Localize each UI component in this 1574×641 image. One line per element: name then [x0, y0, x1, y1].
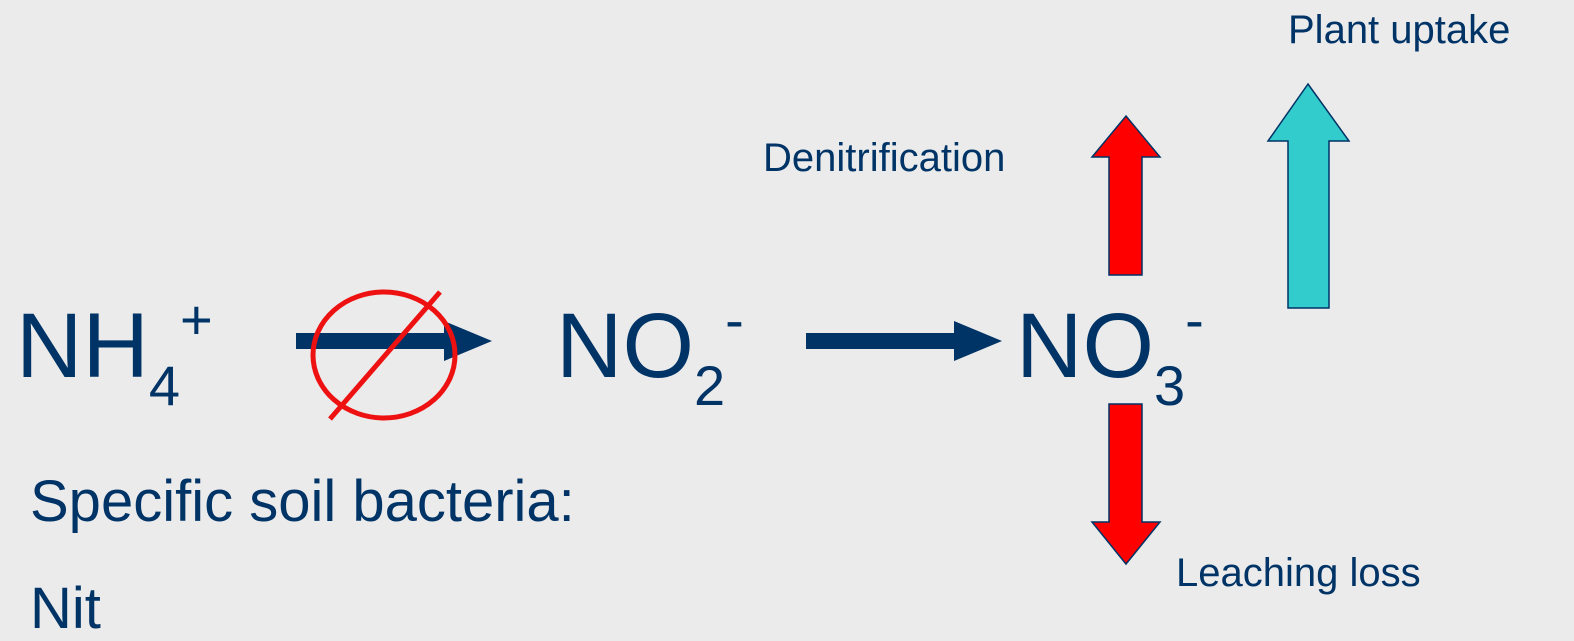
nitrite-superscript: -	[725, 288, 744, 351]
denitrification-label: Denitrification	[763, 136, 1006, 180]
inhibition-symbol	[310, 289, 458, 421]
ammonium-base: NH	[16, 295, 149, 397]
leaching-loss-label: Leaching loss	[1176, 551, 1421, 595]
plant-uptake-label: Plant uptake	[1288, 8, 1511, 52]
nitrate-base: NO	[1016, 295, 1154, 397]
partial-next-line: Nit	[30, 576, 101, 641]
diagram-canvas	[296, 82, 1351, 566]
nitrate-formula: NO3-	[1016, 292, 1204, 414]
nitrate-subscript: 3	[1154, 354, 1186, 417]
ammonium-subscript: 4	[148, 354, 181, 417]
bacteria-note: Specific soil bacteria:	[30, 469, 575, 534]
plant-uptake-arrow	[1266, 82, 1351, 309]
ammonium-superscript: +	[180, 288, 213, 351]
arrow-nitrite-to-nitrate	[806, 321, 1002, 361]
nitrate-superscript: -	[1185, 288, 1204, 351]
ammonium-formula: NH4+	[16, 292, 213, 414]
leaching-loss-arrow	[1090, 403, 1162, 566]
nitrite-subscript: 2	[694, 354, 726, 417]
denitrification-arrow	[1090, 114, 1162, 276]
nitrite-formula: NO2-	[556, 292, 744, 414]
nitrite-base: NO	[556, 295, 694, 397]
arrow-ammonium-to-nitrite	[296, 321, 492, 361]
